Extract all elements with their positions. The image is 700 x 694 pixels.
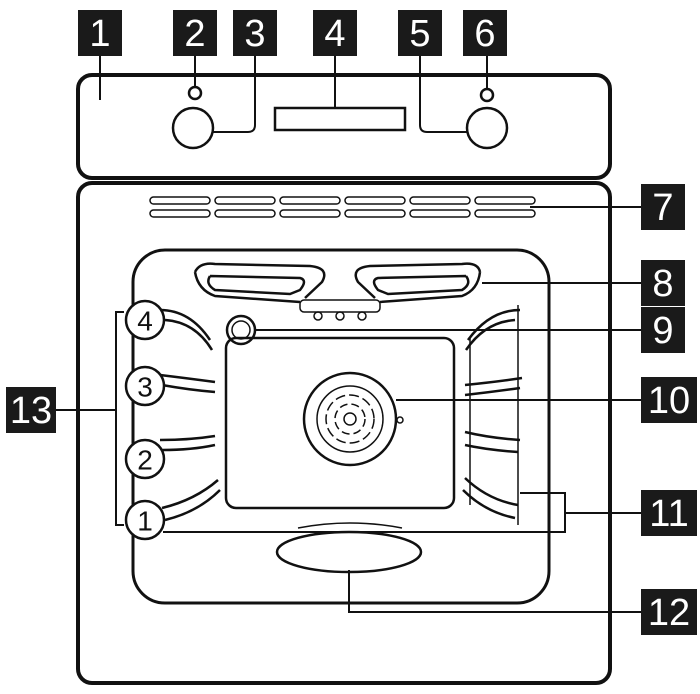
- shelf-level-label: 4: [137, 306, 153, 337]
- shelf-level-3: [124, 365, 166, 407]
- shelf-level-label: 1: [137, 506, 153, 537]
- callout-text: 1: [89, 13, 110, 55]
- callout-text: 3: [244, 13, 265, 55]
- callout-text: 13: [10, 390, 52, 432]
- callout-text: 12: [648, 592, 690, 634]
- callout-4: 4: [313, 10, 357, 56]
- callout-2: 2: [173, 10, 217, 56]
- leader-lines: [99, 38, 641, 613]
- oven-functions-knob[interactable]: [171, 106, 215, 150]
- control-panel: [76, 73, 612, 180]
- shelf-level-label: 2: [137, 445, 153, 476]
- callout-8: 8: [641, 260, 685, 306]
- callout-text: 11: [649, 493, 688, 535]
- oven-cavity: [131, 248, 551, 605]
- callout-6: 6: [463, 10, 507, 56]
- shelf-level-markers: 4 3 2 1: [124, 299, 166, 541]
- back-panel: [224, 336, 456, 510]
- callout-text: 5: [409, 13, 430, 55]
- callout-text: 6: [474, 13, 495, 55]
- shelf-level-4: [124, 299, 166, 341]
- display: [273, 106, 407, 132]
- shelf-level-2: [124, 438, 166, 480]
- callout-3: 3: [233, 10, 277, 56]
- callout-5: 5: [398, 10, 442, 56]
- callout-12: 12: [641, 589, 697, 635]
- callout-10: 10: [641, 377, 697, 423]
- right-shelf-supports: [462, 305, 523, 525]
- callout-text: 2: [184, 13, 205, 55]
- callout-9: 9: [641, 307, 685, 353]
- callout-1: 1: [78, 10, 122, 56]
- shelf-level-label: 3: [137, 372, 153, 403]
- callout-text: 10: [648, 380, 690, 422]
- left-shelf-supports: [159, 308, 221, 522]
- air-vents: [149, 196, 536, 218]
- callout-13: 13: [6, 387, 56, 433]
- callout-text: 9: [652, 310, 673, 352]
- callout-labels: 1 2 3 4 5 6 7 8 9 10 11 12 13: [6, 10, 697, 635]
- callout-text: 8: [652, 263, 673, 305]
- temperature-knob[interactable]: [465, 106, 509, 150]
- heating-element: [193, 262, 482, 321]
- callout-11: 11: [641, 490, 697, 536]
- callout-7: 7: [641, 184, 685, 230]
- bottom-arc: [297, 522, 403, 529]
- fan-cover: [302, 371, 404, 467]
- shelf-level-1: [124, 499, 166, 541]
- callout-text: 7: [652, 187, 673, 229]
- callout-text: 4: [324, 13, 345, 55]
